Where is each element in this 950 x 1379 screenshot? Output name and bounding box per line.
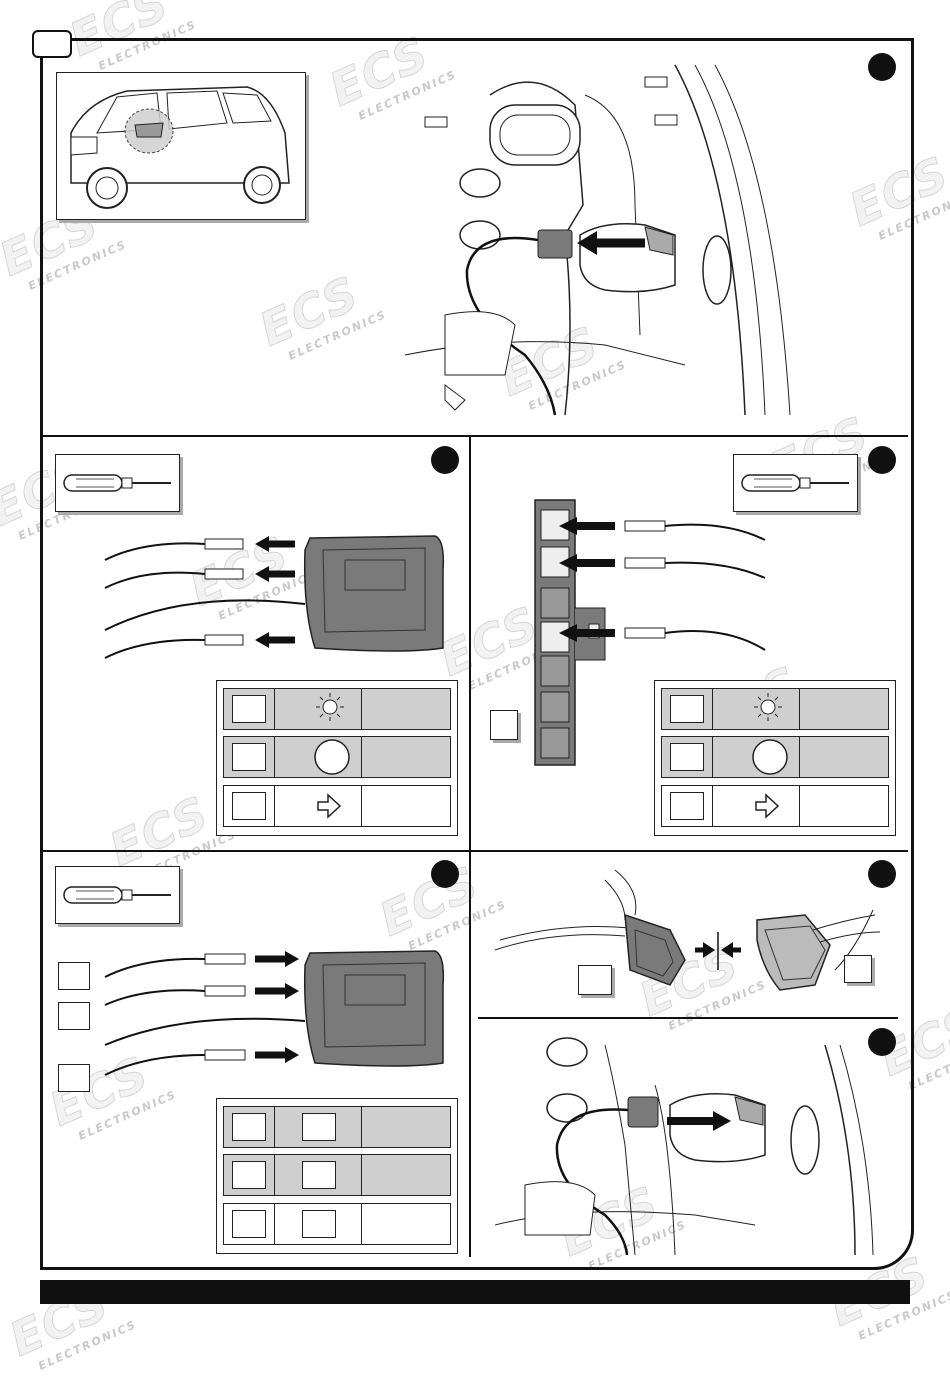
plug-wires-diagram bbox=[104, 535, 445, 659]
wire-number-box bbox=[232, 1210, 266, 1238]
legend-row-1 bbox=[223, 1106, 451, 1148]
trunk-interior-drawing bbox=[404, 64, 791, 416]
page-frame bbox=[40, 38, 914, 1270]
legend-row-arrow bbox=[223, 785, 451, 827]
legend-row-3 bbox=[223, 1203, 451, 1245]
wire-number-box bbox=[670, 695, 704, 723]
step-5-marker bbox=[868, 860, 896, 888]
step-6-marker bbox=[868, 1028, 896, 1056]
wire-number-box bbox=[490, 710, 518, 740]
wire-number-box bbox=[58, 1064, 90, 1092]
step-4-marker bbox=[431, 860, 459, 888]
connector-block-diagram bbox=[534, 499, 766, 766]
circle-icon bbox=[314, 739, 350, 775]
legend-row-light bbox=[661, 688, 889, 730]
footer-bar bbox=[40, 1280, 910, 1304]
page-tab bbox=[32, 30, 72, 58]
light-icon bbox=[754, 693, 782, 721]
legend-row-light bbox=[223, 688, 451, 730]
wire-number-box bbox=[58, 962, 90, 990]
screwdriver-icon bbox=[741, 474, 849, 492]
step-3-marker bbox=[868, 446, 896, 474]
divider-middle bbox=[43, 850, 908, 852]
legend-row-circle bbox=[661, 736, 889, 778]
wire-number-box bbox=[232, 1113, 266, 1141]
legend-row-arrow bbox=[661, 785, 889, 827]
wire-number-box bbox=[302, 1161, 336, 1189]
wire-number-box bbox=[578, 965, 612, 995]
legend-table-3 bbox=[654, 680, 896, 836]
legend-table-4 bbox=[216, 1098, 458, 1254]
screwdriver-box-4 bbox=[55, 866, 180, 924]
screwdriver-icon bbox=[63, 886, 171, 904]
wire-number-box bbox=[302, 1113, 336, 1141]
screwdriver-box-2 bbox=[55, 454, 180, 512]
wire-number-box bbox=[670, 743, 704, 771]
screwdriver-icon bbox=[63, 474, 171, 492]
wire-number-box bbox=[232, 743, 266, 771]
light-icon bbox=[316, 693, 344, 721]
divider-top bbox=[43, 435, 908, 437]
remove-wires-diagram bbox=[104, 950, 445, 1076]
car-rear-view-drawing bbox=[70, 86, 290, 209]
wire-number-box bbox=[232, 695, 266, 723]
circle-icon bbox=[752, 739, 788, 775]
wire-number-box bbox=[302, 1210, 336, 1238]
legend-table-2 bbox=[216, 680, 458, 836]
join-connectors-diagram bbox=[494, 869, 881, 991]
legend-row-circle bbox=[223, 736, 451, 778]
arrow-right-icon bbox=[317, 793, 342, 819]
step-1-marker bbox=[868, 53, 896, 81]
divider-middle-vertical bbox=[469, 437, 471, 1257]
step-2-marker bbox=[431, 446, 459, 474]
disconnect-plug-drawing bbox=[494, 1037, 874, 1256]
car-overview-image bbox=[56, 72, 306, 220]
wire-number-box bbox=[58, 1002, 90, 1030]
wire-number-box bbox=[232, 792, 266, 820]
wire-number-box bbox=[844, 955, 872, 983]
legend-row-2 bbox=[223, 1154, 451, 1196]
wire-number-box bbox=[232, 1161, 266, 1189]
screwdriver-box-3 bbox=[733, 454, 858, 512]
arrow-right-icon bbox=[755, 793, 780, 819]
wire-number-box bbox=[670, 792, 704, 820]
divider-right-lower bbox=[478, 1017, 898, 1019]
